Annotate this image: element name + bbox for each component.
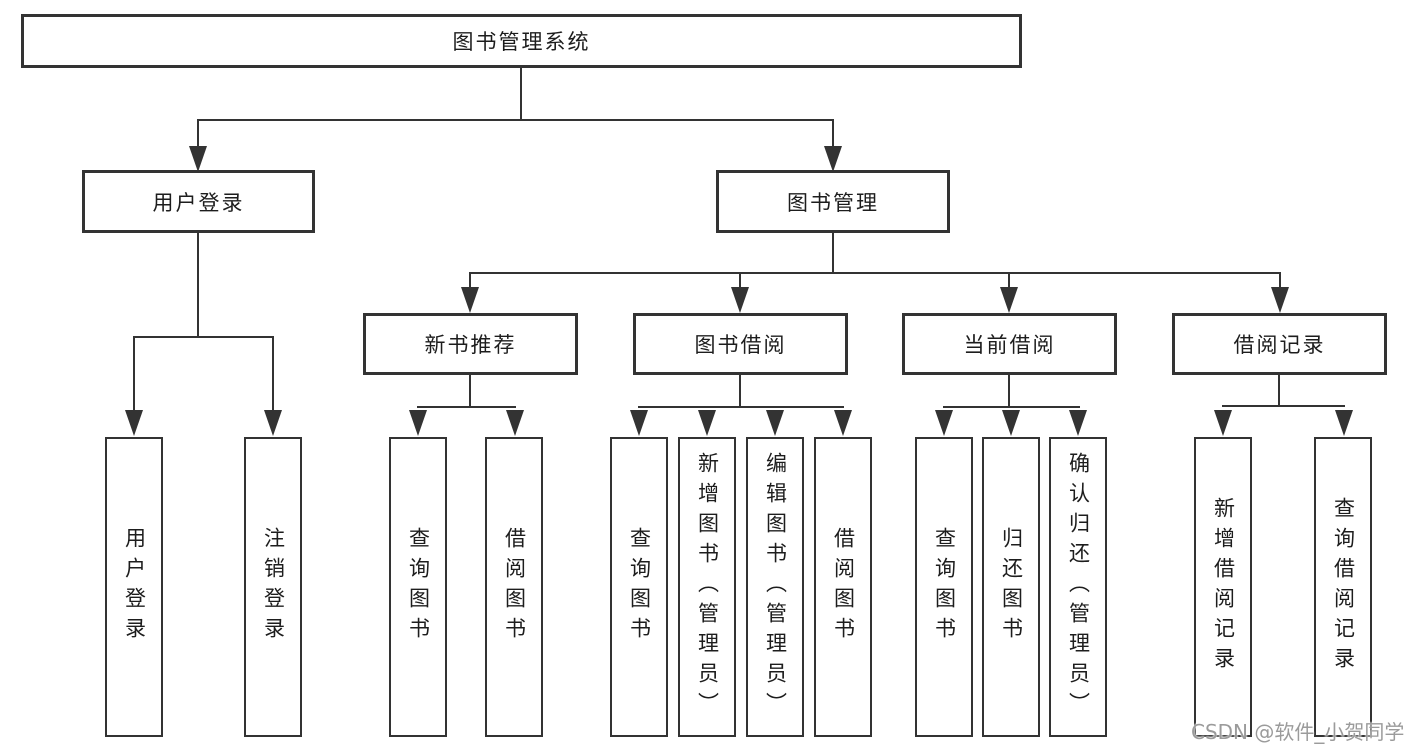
node-root: 图书管理系统	[21, 14, 1022, 68]
node-root-label: 图书管理系统	[452, 30, 591, 54]
leaf-query-books-recommend: 查询图书	[389, 437, 447, 737]
leaf-user-login: 用户登录	[105, 437, 163, 737]
arrow-down-icon	[834, 410, 852, 436]
connector-line	[520, 68, 522, 121]
connector-line	[832, 233, 834, 274]
connector-line	[739, 272, 741, 290]
connector-line	[197, 233, 199, 338]
arrow-down-icon	[698, 410, 716, 436]
arrow-down-icon	[189, 146, 207, 172]
leaf-query-borrow-record: 查询借阅记录	[1314, 437, 1372, 737]
arrow-down-icon	[1000, 287, 1018, 313]
arrow-down-icon	[1335, 410, 1353, 436]
node-borrowing-records-label: 借阅记录	[1233, 333, 1326, 357]
arrow-down-icon	[506, 410, 524, 436]
arrow-down-icon	[1002, 410, 1020, 436]
connector-line	[638, 406, 844, 408]
leaf-edit-books-admin-label: 编辑图书（管理员）	[763, 452, 788, 722]
arrow-down-icon	[766, 410, 784, 436]
node-new-book-recommend-label: 新书推荐	[424, 333, 517, 357]
arrow-down-icon	[264, 410, 282, 436]
leaf-return-books: 归还图书	[982, 437, 1040, 737]
arrow-down-icon	[935, 410, 953, 436]
arrow-down-icon	[630, 410, 648, 436]
connector-line	[197, 119, 834, 121]
leaf-edit-books-admin: 编辑图书（管理员）	[746, 437, 804, 737]
node-book-management: 图书管理	[716, 170, 950, 233]
leaf-add-borrow-record-label: 新增借阅记录	[1211, 497, 1236, 677]
leaf-return-books-label: 归还图书	[999, 527, 1024, 647]
leaf-logout-login-label: 注销登录	[261, 527, 286, 647]
leaf-confirm-return-admin: 确认归还（管理员）	[1049, 437, 1107, 737]
connector-line	[1008, 375, 1010, 408]
leaf-borrow-books-recommend-label: 借阅图书	[502, 527, 527, 647]
connector-line	[1008, 272, 1010, 290]
leaf-logout-login: 注销登录	[244, 437, 302, 737]
node-user-login: 用户登录	[82, 170, 315, 233]
arrow-down-icon	[125, 410, 143, 436]
leaf-add-borrow-record: 新增借阅记录	[1194, 437, 1252, 737]
leaf-query-books-borrowing: 查询图书	[610, 437, 668, 737]
leaf-add-books-admin-label: 新增图书（管理员）	[695, 452, 720, 722]
node-new-book-recommend: 新书推荐	[363, 313, 578, 375]
node-book-borrowing-label: 图书借阅	[694, 333, 787, 357]
node-user-login-label: 用户登录	[152, 190, 245, 215]
leaf-borrow-books-borrowing-label: 借阅图书	[831, 527, 856, 647]
connector-line	[1222, 405, 1345, 407]
leaf-user-login-label: 用户登录	[122, 527, 147, 647]
connector-line	[469, 272, 471, 290]
connector-line	[1278, 375, 1280, 407]
connector-line	[133, 336, 135, 412]
leaf-borrow-books-recommend: 借阅图书	[485, 437, 543, 737]
arrow-down-icon	[1214, 410, 1232, 436]
connector-line	[469, 375, 471, 408]
connector-line	[1279, 272, 1281, 290]
leaf-query-books-current: 查询图书	[915, 437, 973, 737]
leaf-query-books-borrowing-label: 查询图书	[627, 527, 652, 647]
node-current-borrowing-label: 当前借阅	[963, 333, 1056, 357]
watermark-text: CSDN @软件_小贺同学	[1191, 720, 1405, 744]
node-current-borrowing: 当前借阅	[902, 313, 1117, 375]
connector-line	[417, 406, 516, 408]
leaf-add-books-admin: 新增图书（管理员）	[678, 437, 736, 737]
connector-line	[832, 119, 834, 149]
connector-line	[739, 375, 741, 408]
leaf-query-books-recommend-label: 查询图书	[406, 527, 431, 647]
leaf-borrow-books-borrowing: 借阅图书	[814, 437, 872, 737]
node-book-management-label: 图书管理	[787, 190, 879, 215]
arrow-down-icon	[461, 287, 479, 313]
connector-line	[469, 272, 1281, 274]
arrow-down-icon	[731, 287, 749, 313]
connector-line	[943, 406, 1080, 408]
arrow-down-icon	[409, 410, 427, 436]
arrow-down-icon	[1069, 410, 1087, 436]
leaf-confirm-return-admin-label: 确认归还（管理员）	[1066, 452, 1091, 722]
connector-line	[133, 336, 274, 338]
arrow-down-icon	[824, 146, 842, 172]
node-book-borrowing: 图书借阅	[633, 313, 848, 375]
leaf-query-borrow-record-label: 查询借阅记录	[1331, 497, 1356, 677]
connector-line	[272, 336, 274, 412]
arrow-down-icon	[1271, 287, 1289, 313]
connector-line	[197, 119, 199, 149]
leaf-query-books-current-label: 查询图书	[932, 527, 957, 647]
node-borrowing-records: 借阅记录	[1172, 313, 1387, 375]
